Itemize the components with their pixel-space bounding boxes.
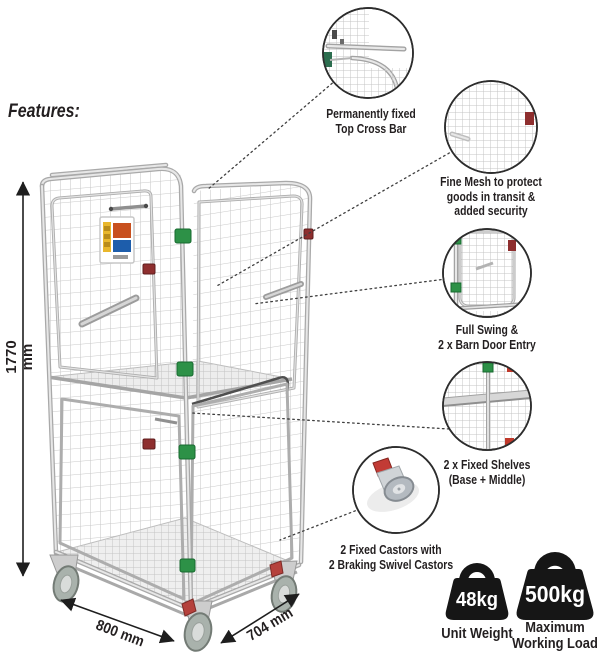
label-line: Fine Mesh to protect	[440, 174, 542, 189]
castor-wheel-front	[181, 598, 213, 652]
depth-dimension-arrow	[220, 593, 300, 644]
callout-line-fixed-shelves	[191, 412, 450, 430]
warning-label-card	[99, 216, 135, 264]
label-line: Maximum	[525, 619, 585, 636]
middle-shelf	[47, 360, 293, 400]
height-value: 1770	[3, 340, 20, 374]
features-heading: Features:	[8, 101, 80, 122]
label-line: Working Load	[512, 634, 598, 652]
unit-weight-caption: Unit Weight	[425, 626, 528, 642]
callout-circle-fixed-shelves	[442, 361, 532, 451]
max-load-caption: Maximum Working Load	[503, 620, 602, 651]
callout-line-castors	[279, 508, 361, 541]
red-clips	[142, 228, 314, 450]
label-line: 2 Fixed Castors with	[340, 542, 442, 557]
callout-line-barn-door	[252, 278, 447, 305]
green-clips	[174, 228, 196, 573]
label-line: Unit Weight	[441, 625, 513, 642]
callout-line-fine-mesh	[214, 147, 459, 288]
unit-weight-value: 48kg	[456, 589, 498, 611]
callout-label-fine-mesh: Fine Mesh to protect goods in transit & …	[424, 174, 558, 219]
unit-weight-icon	[445, 563, 509, 620]
label-line: 2 x Barn Door Entry	[438, 336, 536, 352]
callout-label-barn-door: Full Swing & 2 x Barn Door Entry	[423, 322, 551, 352]
callout-circle-fine-mesh	[444, 80, 538, 174]
width-dimension-arrow	[60, 597, 175, 644]
max-load-weight-icon	[516, 552, 594, 620]
max-load-value: 500kg	[524, 581, 586, 607]
label-line: Permanently fixed	[326, 106, 416, 121]
callout-line-top-cross-bar	[206, 79, 337, 191]
label-line: 2 x Fixed Shelves	[443, 457, 531, 472]
label-line: goods in transit &	[446, 188, 536, 204]
castor-wheel-left	[49, 554, 80, 603]
callout-label-fixed-shelves: 2 x Fixed Shelves (Base + Middle)	[423, 457, 551, 487]
label-line: Full Swing &	[455, 322, 519, 337]
label-line: (Base + Middle)	[448, 471, 526, 487]
callout-circle-castors	[352, 446, 440, 534]
label-line: 2 Braking Swivel Castors	[328, 556, 454, 572]
height-dimension-label: 1770 mm	[3, 334, 36, 380]
callout-circle-barn-door	[442, 228, 532, 318]
callout-circle-top-cross-bar	[322, 7, 414, 99]
roll-cage-illustration	[39, 162, 314, 652]
callout-label-top-cross-bar: Permanently fixed Top Cross Bar	[307, 106, 435, 136]
callout-label-castors: 2 Fixed Castors with 2 Braking Swivel Ca…	[311, 542, 471, 572]
height-unit: mm	[19, 343, 36, 371]
side-handles	[78, 281, 304, 328]
label-line: added security	[454, 203, 528, 218]
label-line: Top Cross Bar	[335, 120, 407, 136]
door-latch	[108, 203, 149, 212]
